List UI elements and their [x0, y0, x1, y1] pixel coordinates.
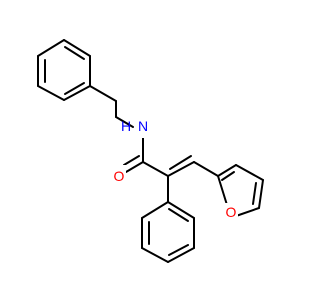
nitrogen-atom: N H	[121, 116, 150, 138]
bond	[37, 39, 65, 57]
bottom-phenyl-ring	[141, 201, 195, 263]
double-bond-inner	[168, 208, 189, 222]
bond	[167, 201, 195, 219]
carbonyl-oxygen-atom: O	[112, 165, 126, 184]
bond	[123, 155, 140, 166]
nitrogen-symbol: N	[138, 118, 148, 134]
bond	[141, 247, 169, 263]
bond	[37, 85, 65, 101]
alkene-linker	[167, 155, 219, 203]
bond	[142, 161, 169, 177]
ethyl-chain	[89, 85, 134, 128]
double-bond-inner	[221, 171, 235, 181]
amide-group	[123, 136, 169, 177]
double-bond-inner	[169, 155, 192, 170]
double-bond-inner	[252, 182, 257, 205]
bond	[167, 247, 195, 263]
bond	[89, 85, 117, 102]
bond	[167, 161, 195, 177]
bond	[63, 39, 91, 57]
nitrogen-hydrogen: H	[121, 118, 131, 134]
bond	[235, 164, 264, 181]
bond	[217, 164, 237, 177]
double-bond-inner	[64, 82, 85, 95]
bond	[258, 179, 264, 209]
bond	[217, 175, 228, 206]
carbonyl-oxygen-symbol: O	[114, 168, 125, 184]
furan-oxygen-atom: O	[224, 203, 238, 221]
bond	[63, 85, 91, 101]
bond	[125, 161, 144, 173]
double-bond-inner	[64, 46, 85, 60]
molecule-structure: N H O O	[37, 39, 264, 263]
double-bond-inner	[168, 244, 189, 256]
bond	[235, 207, 260, 217]
bond	[115, 116, 134, 128]
top-phenyl-ring	[37, 39, 91, 101]
bond	[193, 161, 219, 177]
bond	[141, 201, 169, 219]
furan-oxygen-symbol: O	[226, 204, 237, 220]
furan-ring	[217, 164, 264, 217]
